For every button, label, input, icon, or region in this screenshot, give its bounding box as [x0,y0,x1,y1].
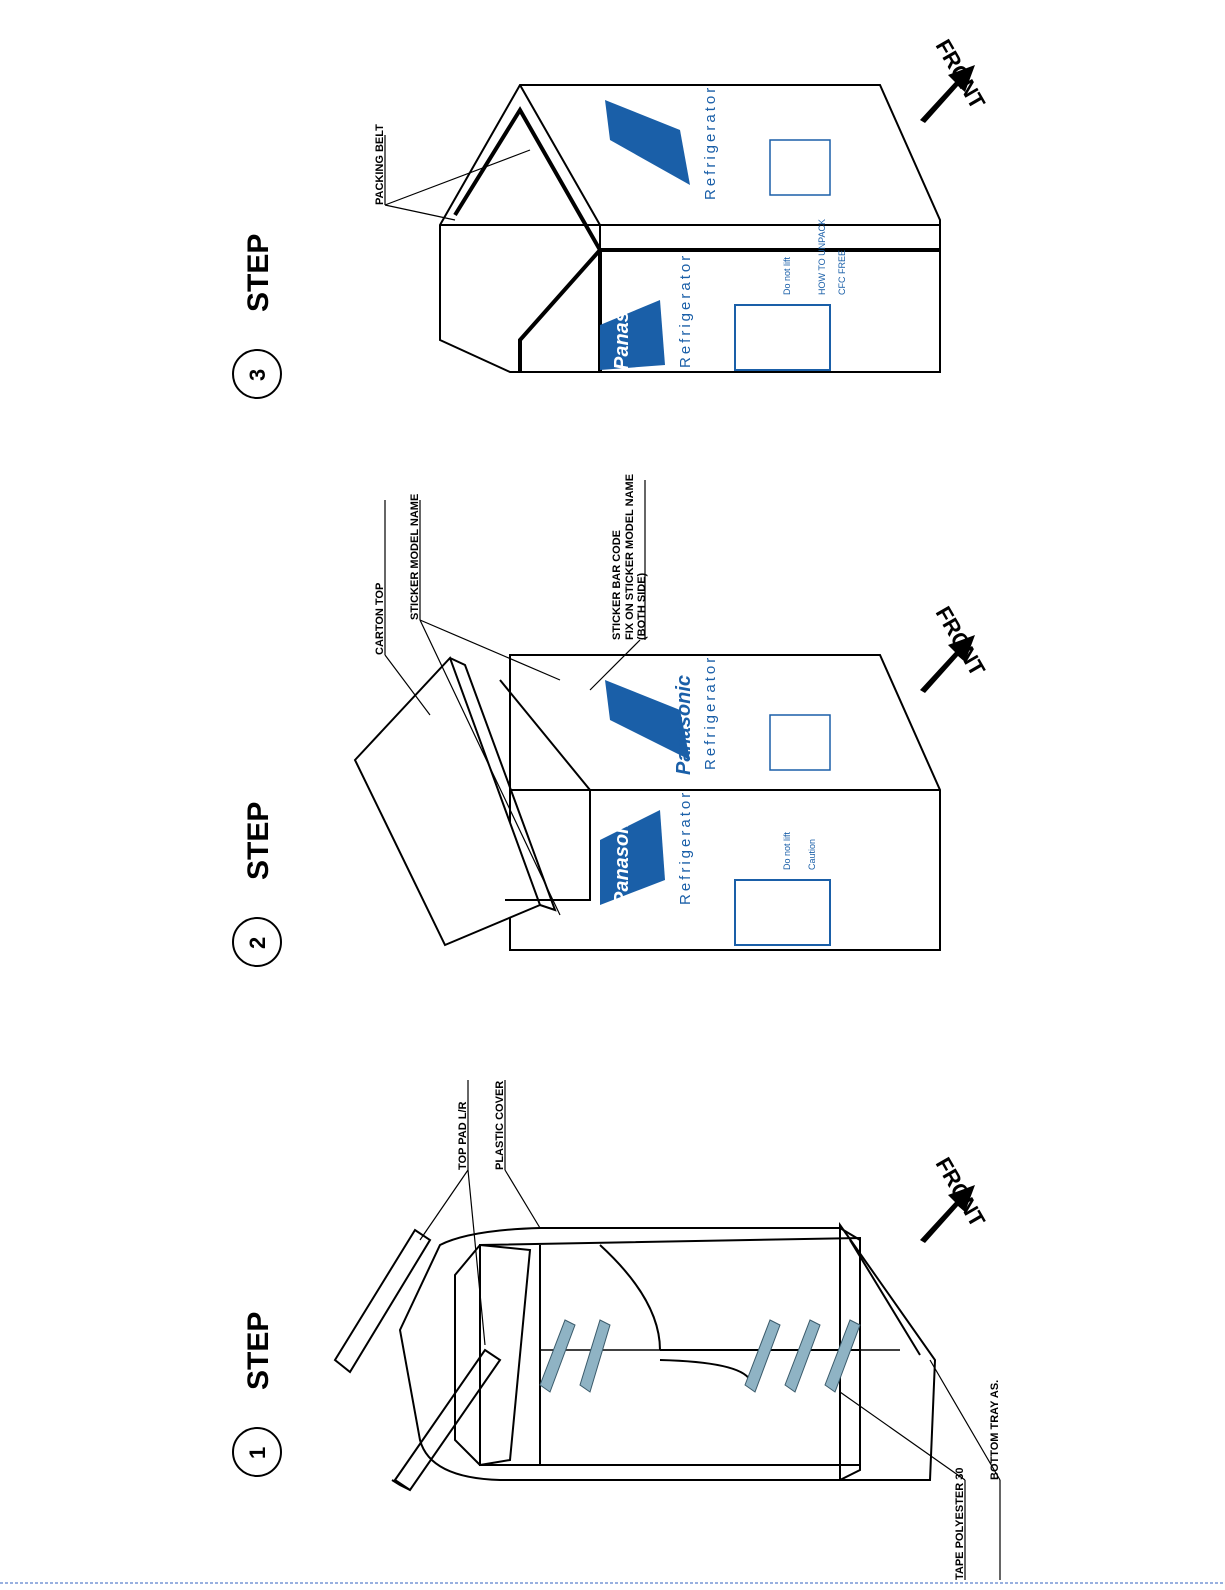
bottom-tray-edge [849,1239,921,1356]
tape-strip [744,1319,781,1393]
step-3-word: STEP [242,234,275,312]
label-sticker-bar-3: (BOTH SIDE) [636,572,648,640]
brand-band-side-3 [605,100,690,185]
top-pad-right [333,1228,432,1374]
product-text: Refrigerator [677,790,694,905]
step-1-title: STEP 1 [232,1312,282,1477]
leader-sticker-model-2 [419,619,561,916]
step-3-brand: Panasonic Refrigerator Do not lift CFC F… [600,85,847,371]
step-2-number: 2 [245,937,270,949]
leader-tape [839,1391,966,1481]
brand-band-3 [600,300,665,370]
top-pad-left-end [391,1479,411,1491]
side-text-1-3: Do not lift [782,256,792,295]
packing-belt-1 [453,106,602,372]
step-2-circle [232,917,282,967]
product-text-3: Refrigerator [677,253,694,368]
label-top-pad: TOP PAD L/R [457,1101,469,1170]
tape-strip [579,1319,611,1393]
step-2-brand-side: Panasonic Refrigerator [605,655,831,775]
arrow-icon [920,1185,975,1243]
step-1-number: 1 [245,1447,270,1459]
label-tape-polyester: TAPE POLYESTER 30 [954,1468,966,1580]
step-3-title: STEP 3 [232,234,282,399]
leader-sticker-bar [589,639,641,691]
carton-body-3 [439,84,941,373]
arrow-icon [920,635,975,693]
leader-belt-2 [384,149,531,206]
tape-strips [539,1319,861,1393]
front-arrow-1: FRONT [920,1153,990,1243]
step-1-word: STEP [242,1312,275,1390]
front-arrow-2: FRONT [920,602,990,693]
plastic-cover-outline [398,1227,861,1481]
icon-grid [769,714,831,771]
front-arrow-3: FRONT [920,35,990,123]
step-3-leaders [384,135,531,221]
step-2-title: STEP 2 [232,802,282,967]
leader-top-pad [419,1169,469,1241]
side-text-1: Do not lift [782,831,792,870]
label-sticker-bar-2: FIX ON STICKER MODEL NAME [624,474,636,640]
label-plastic-cover: PLASTIC COVER [494,1081,506,1170]
packing-belts [453,106,940,372]
carton-body [509,654,941,951]
label-carton-top: CARTON TOP [374,583,386,655]
fridge-illustration [734,879,831,946]
carton-inner-frame [499,679,591,901]
icon-grid-3 [769,139,831,196]
tape-strip [824,1319,861,1393]
brand-text-3: Panasonic [611,270,633,370]
carton-top-side [449,657,557,912]
top-pad-left [393,1348,502,1492]
leader-top-pad-2 [467,1169,486,1346]
bottom-tray-shape [839,1221,937,1481]
fridge-illustration-3 [734,304,831,371]
step-2-brand-front: Panasonic Refrigerator Do not lift Cauti… [600,790,831,946]
label-packing-belt: PACKING BELT [374,124,386,205]
handle-curve [659,1359,751,1381]
step-1-leaders [419,1080,1001,1580]
step-2-leaders [384,480,646,916]
product-text-side-3: Refrigerator [702,85,719,200]
leader-sticker-model-1 [419,619,561,681]
step-3-circle [232,349,282,399]
leader-carton-top [384,654,431,716]
side-text-4-3: CFC FREE [837,250,847,295]
label-bottom-tray: BOTTOM TRAY AS. [989,1380,1001,1480]
brand-text-side: Panasonic [673,675,695,775]
tape-strip [784,1319,821,1393]
step-2-word: STEP [242,802,275,880]
arrow-icon [920,65,975,123]
brand-band [600,810,665,905]
leader-bottom-tray [929,1359,1001,1481]
packing-belt-2 [518,248,940,372]
side-text-2: Caution [807,839,817,870]
label-sticker-bar-1: STICKER BAR CODE [611,530,623,640]
step-3-number: 3 [245,369,270,381]
step-3-carton [439,84,941,373]
brand-text: Panasonic [611,805,633,905]
tape-strip [539,1319,576,1393]
brand-band-side [605,680,690,760]
door-curve-upper [599,1244,661,1351]
product-text-side: Refrigerator [702,655,719,770]
fridge-body [479,1236,861,1466]
step-1-circle [232,1427,282,1477]
leader-belt-1 [384,204,456,221]
leader-plastic-cover [504,1169,541,1229]
label-sticker-model: STICKER MODEL NAME [409,494,421,620]
side-text-3-3: HOW TO UNPACK [817,219,827,295]
